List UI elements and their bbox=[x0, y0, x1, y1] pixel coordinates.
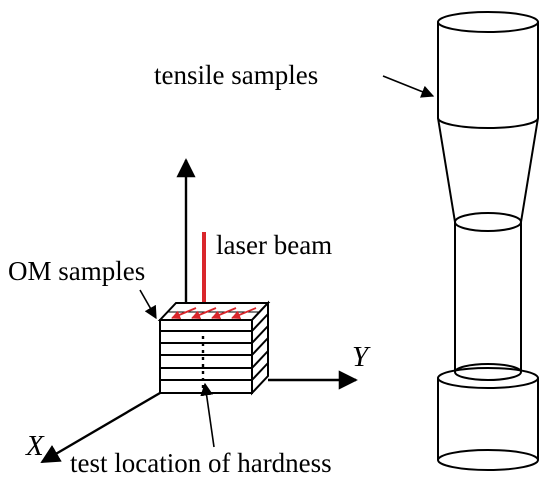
tensile-leader bbox=[382, 75, 435, 98]
tensile-samples-label: tensile samples bbox=[154, 60, 318, 90]
gauge-top-ellipse bbox=[454, 212, 522, 232]
hardness-leader bbox=[200, 382, 215, 448]
top-grip-ellipse bbox=[437, 11, 539, 33]
laser-beam-label: laser beam bbox=[216, 230, 332, 260]
om-leader bbox=[139, 289, 157, 320]
gauge-bottom-ellipse bbox=[454, 363, 522, 381]
x-axis bbox=[40, 391, 161, 464]
x-axis-label: X bbox=[25, 430, 45, 462]
om-samples-label: OM samples bbox=[8, 256, 145, 286]
hardness-location-label: test location of hardness bbox=[70, 448, 332, 478]
y-axis-label: Y bbox=[352, 341, 371, 373]
bottom-grip-base-ellipse bbox=[437, 449, 539, 471]
tensile-specimen bbox=[437, 11, 539, 471]
scan-path-arrows bbox=[171, 307, 257, 320]
bottom-grip-top-ellipse bbox=[437, 367, 539, 389]
